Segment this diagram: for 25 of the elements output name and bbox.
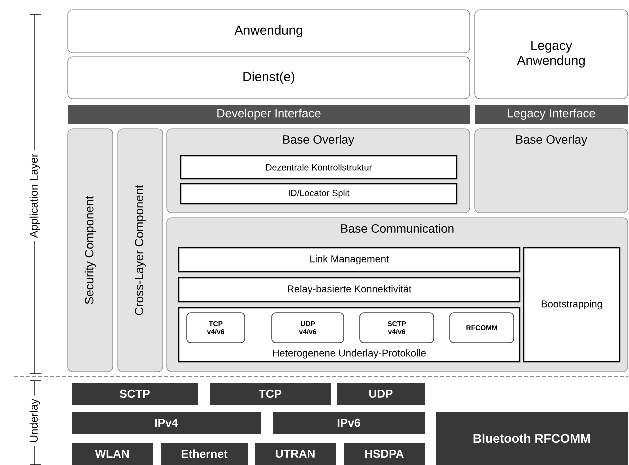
module-box: ID/Locator Split (180, 183, 458, 205)
module-box: Dezentrale Kontrollstruktur (180, 155, 458, 180)
layer-box: Anwendung (68, 10, 470, 54)
protocol-bar: IPv6 (273, 412, 425, 434)
overlay-box: Base Overlay (474, 128, 628, 214)
module-box: Relay-basierte Konnektivität (178, 277, 521, 303)
protocol-bar: UDP (337, 383, 425, 405)
interface-bar: Developer Interface (68, 105, 470, 124)
protocol-bar: Bluetooth RFCOMM (436, 412, 628, 465)
layer-box: Legacy Anwendung (474, 10, 628, 100)
protocol-bar: TCP (210, 383, 331, 405)
protocol-bar: IPv4 (72, 412, 261, 434)
protocol-bar: Ethernet (161, 443, 248, 465)
module-box: Link Management (178, 247, 521, 273)
layer-label: Application Layer (30, 154, 40, 238)
component-box: Security Component (68, 128, 114, 372)
protocol-bar: WLAN (72, 443, 153, 465)
component-box: Cross-Layer Component (118, 128, 164, 372)
interface-bar: Legacy Interface (475, 105, 628, 124)
protocol-bar: HSDPA (344, 443, 425, 465)
layer-box: Dienst(e) (68, 56, 470, 100)
protocol-bar: UTRAN (255, 443, 336, 465)
layer-label: Underlay (30, 399, 40, 442)
protocol-bar: SCTP (72, 383, 198, 405)
module-box: Bootstrapping (523, 247, 621, 363)
